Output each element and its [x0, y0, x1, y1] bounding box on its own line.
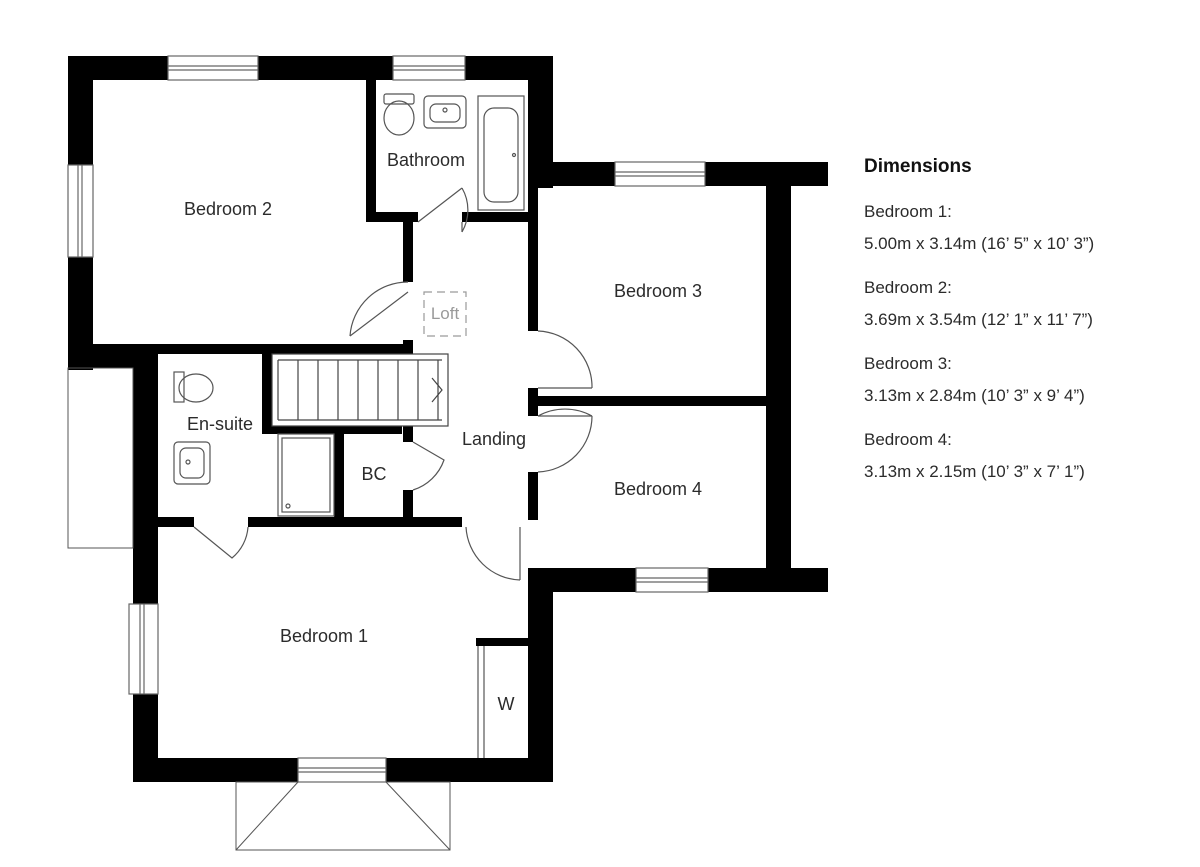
- stair-arrow: [431, 377, 443, 403]
- shower: [277, 433, 335, 517]
- dimensions-panel: Dimensions Bedroom 1: 5.00m x 3.14m (16’…: [864, 156, 1184, 500]
- window: [167, 55, 259, 81]
- window: [297, 757, 387, 783]
- dimension-room-name: Bedroom 1:: [864, 202, 952, 221]
- floor-plan: Bedroom 2 Bathroom Bedroom 3 Loft En-sui…: [67, 55, 828, 851]
- dimensions-heading: Dimensions: [864, 156, 972, 177]
- dimension-item: Bedroom 2: 3.69m x 3.54m (12’ 1” x 11’ 7…: [864, 272, 1184, 336]
- dimension-room-size: 3.69m x 3.54m (12’ 1” x 11’ 7”): [864, 310, 1093, 329]
- dimension-item: Bedroom 3: 3.13m x 2.84m (10’ 3” x 9’ 4”…: [864, 348, 1184, 412]
- label-bc: BC: [361, 464, 386, 484]
- label-bedroom-3: Bedroom 3: [614, 281, 702, 301]
- dimension-room-name: Bedroom 3:: [864, 354, 952, 373]
- dimension-room-size: 5.00m x 3.14m (16’ 5” x 10’ 3”): [864, 234, 1095, 253]
- dimension-room-name: Bedroom 4:: [864, 430, 952, 449]
- dimension-item: Bedroom 4: 3.13m x 2.15m (10’ 3” x 7’ 1”…: [864, 424, 1184, 488]
- dimension-room-name: Bedroom 2:: [864, 278, 952, 297]
- bathroom-toilet: [383, 93, 415, 136]
- window: [635, 567, 709, 593]
- loft-hatch: [423, 291, 467, 337]
- label-wardrobe: W: [498, 694, 515, 714]
- bath: [477, 95, 525, 211]
- ensuite-basin: [173, 441, 211, 485]
- label-landing: Landing: [462, 429, 526, 449]
- label-bedroom-4: Bedroom 4: [614, 479, 702, 499]
- window: [614, 161, 706, 187]
- window: [67, 164, 94, 258]
- label-en-suite: En-suite: [187, 414, 253, 434]
- fixtures: [173, 93, 525, 517]
- dimension-item: Bedroom 1: 5.00m x 3.14m (16’ 5” x 10’ 3…: [864, 196, 1184, 260]
- ensuite-toilet: [173, 371, 214, 403]
- label-bathroom: Bathroom: [387, 150, 465, 170]
- roof-outlines: [67, 367, 451, 851]
- doors: [193, 187, 593, 758]
- dimension-room-size: 3.13m x 2.15m (10’ 3” x 7’ 1”): [864, 462, 1085, 481]
- label-loft: Loft: [431, 304, 460, 323]
- window: [392, 55, 466, 81]
- windows: [67, 55, 709, 783]
- label-bedroom-1: Bedroom 1: [280, 626, 368, 646]
- bathroom-basin: [423, 95, 467, 129]
- stairs: [271, 353, 449, 427]
- dimension-room-size: 3.13m x 2.84m (10’ 3” x 9’ 4”): [864, 386, 1085, 405]
- label-bedroom-2: Bedroom 2: [184, 199, 272, 219]
